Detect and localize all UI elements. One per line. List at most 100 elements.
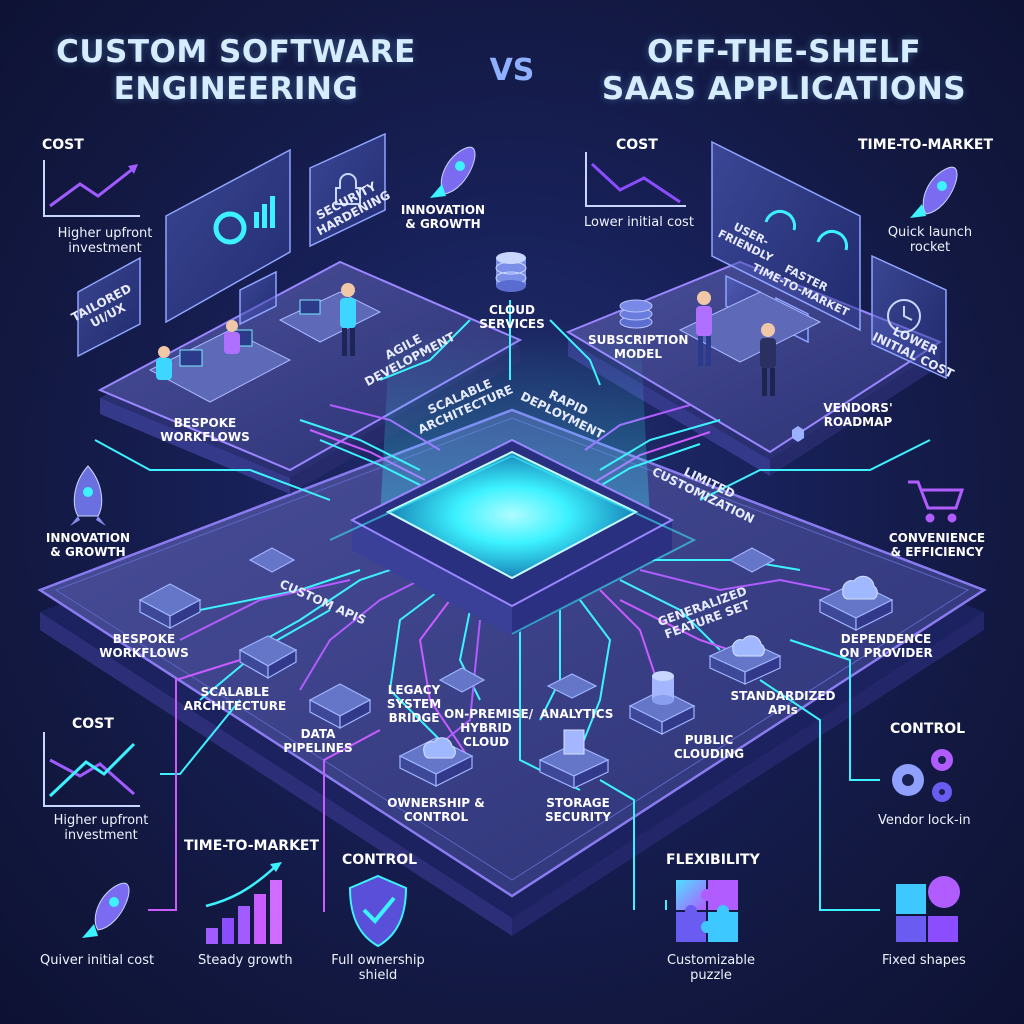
bottom-cost-note: Higher upfront investment <box>36 813 166 844</box>
right-ttm-heading: TIME-TO-MARKET <box>858 137 994 153</box>
right-title: OFF-THE-SHELF SAAS APPLICATIONS <box>594 34 974 107</box>
subscription-line1: SUBSCRIPTION <box>588 333 689 347</box>
bottom-cost-chart-icon <box>43 732 140 807</box>
left-cost-chart-icon <box>43 160 140 217</box>
right-ttm-note: Quick launch rocket <box>880 225 980 256</box>
right-cost-note: Lower initial cost <box>584 215 694 230</box>
shield-icon <box>348 874 408 948</box>
control-note: Full ownership shield <box>324 953 432 984</box>
vendors-line1: VENDORS' <box>823 401 893 415</box>
data-pipelines-line1: DATA <box>300 727 336 741</box>
bottom-cost-note-line2: investment <box>64 827 138 843</box>
left-cost-note-line2: investment <box>68 240 142 256</box>
top-bespoke-line2: WORKFLOWS <box>160 429 250 444</box>
gears-icon <box>892 749 953 802</box>
innovation-top-line2: & GROWTH <box>405 216 481 231</box>
cloud-services-label: CLOUD SERVICES <box>470 303 554 332</box>
legacy-line2: SYSTEM <box>386 696 442 711</box>
flexibility-note-line1: Customizable <box>666 953 756 968</box>
control-note-line2: shield <box>358 967 398 983</box>
ownership-line2: CONTROL <box>403 809 469 824</box>
convenience-line1: CONVENIENCE <box>888 531 986 545</box>
chart-widgets-left <box>213 173 361 245</box>
standardized-line2: APIs <box>768 702 798 717</box>
control-note-line1: Full ownership <box>331 953 425 968</box>
innovation-top-label: INNOVATION & GROWTH <box>398 203 488 232</box>
left-cost-note: Higher upfront investment <box>40 226 170 257</box>
database-icon <box>495 252 527 292</box>
fixed-shapes-note: Fixed shapes <box>882 953 966 968</box>
onprem-line1: ON-PREMISE/ <box>444 707 534 721</box>
data-pipelines-label: DATA PIPELINES <box>276 727 360 756</box>
vendors-roadmap-label: VENDORS' ROADMAP <box>818 401 898 430</box>
cart-icon <box>908 480 965 523</box>
legacy-line3: BRIDGE <box>388 710 440 725</box>
board-scalable-line2: ARCHITECTURE <box>183 698 287 713</box>
cloud-services-line2: SERVICES <box>479 316 545 331</box>
board-bespoke-line1: BESPOKE <box>112 632 176 646</box>
storage-line1: STORAGE <box>546 796 610 810</box>
flexibility-note: Customizable puzzle <box>656 953 766 984</box>
ownership-line1: OWNERSHIP & <box>387 796 485 810</box>
growth-bars-icon <box>205 862 282 944</box>
right-cost-chart-icon <box>585 152 686 207</box>
right-ttm-note-line2: rocket <box>909 239 951 255</box>
standardized-apis-label: STANDARDIZED APIs <box>728 689 838 718</box>
convenience-line2: & EFFICIENCY <box>890 544 984 559</box>
fixed-shapes-icon <box>896 876 960 942</box>
standardized-line1: STANDARDIZED <box>730 689 836 703</box>
public-line2: CLOUDING <box>673 746 745 761</box>
onprem-line2: HYBRID <box>460 720 512 735</box>
bottom-connectors <box>148 639 880 912</box>
innovation-top-line1: INNOVATION <box>400 203 486 217</box>
vs-label: VS <box>489 53 535 88</box>
database-chip-icon <box>652 671 674 705</box>
storage-security-label: STORAGE SECURITY <box>540 796 616 825</box>
people-left <box>156 283 356 380</box>
flexibility-heading: FLEXIBILITY <box>666 852 760 868</box>
rocket-icon-top <box>430 146 476 198</box>
rocket-note: Quiver initial cost <box>40 953 155 968</box>
subscription-model-label: SUBSCRIPTION MODEL <box>588 333 689 362</box>
vendor-lockin-note: Vendor lock-in <box>878 813 971 828</box>
storage-chip-icon <box>563 729 585 755</box>
top-bespoke-line1: BESPOKE <box>173 416 237 430</box>
cloud-services-line1: CLOUD <box>489 303 535 317</box>
gauges-right <box>764 209 921 333</box>
right-ttm-note-line1: Quick launch <box>887 225 973 240</box>
storage-line2: SECURITY <box>545 809 611 824</box>
central-core <box>329 330 697 636</box>
people-right <box>678 291 822 396</box>
puzzle-icon <box>676 880 738 942</box>
right-title-line1: OFF-THE-SHELF <box>646 34 922 70</box>
left-title-line2: ENGINEERING <box>113 70 359 107</box>
flexibility-note-line2: puzzle <box>690 967 732 983</box>
rocket-icon-right-top <box>910 166 958 218</box>
rocket-icon-left <box>70 465 106 526</box>
analytics-label: ANALYTICS <box>540 707 614 721</box>
board-bespoke-line2: WORKFLOWS <box>99 645 189 660</box>
left-cost-note-line1: Higher upfront <box>57 226 153 241</box>
bottom-cost-heading: COST <box>72 716 114 732</box>
left-cost-heading: COST <box>42 137 84 153</box>
left-innovation-line1: INNOVATION <box>45 531 131 545</box>
legacy-bridge-label: LEGACY SYSTEM BRIDGE <box>382 683 446 725</box>
bottom-cost-note-line1: Higher upfront <box>53 813 149 828</box>
dependence-line1: DEPENDENCE <box>840 632 932 646</box>
vendors-line2: ROADMAP <box>823 414 893 429</box>
right-cost-heading: COST <box>616 137 658 153</box>
cloud-chip-icons <box>423 575 878 759</box>
ownership-control-label: OWNERSHIP & CONTROL <box>386 796 486 825</box>
data-pipelines-line2: PIPELINES <box>283 740 353 755</box>
growth-note: Steady growth <box>198 953 293 968</box>
left-title: CUSTOM SOFTWARE ENGINEERING <box>56 34 416 107</box>
coin-stack <box>619 299 653 329</box>
right-control-heading: CONTROL <box>890 721 966 737</box>
left-title-line1: CUSTOM SOFTWARE <box>56 34 416 70</box>
bottom-ttm-heading: TIME-TO-MARKET <box>184 838 320 854</box>
rocket-icon-bottom <box>82 882 130 938</box>
onprem-line3: CLOUD <box>463 734 509 749</box>
convenience-label: CONVENIENCE & EFFICIENCY <box>884 531 990 560</box>
